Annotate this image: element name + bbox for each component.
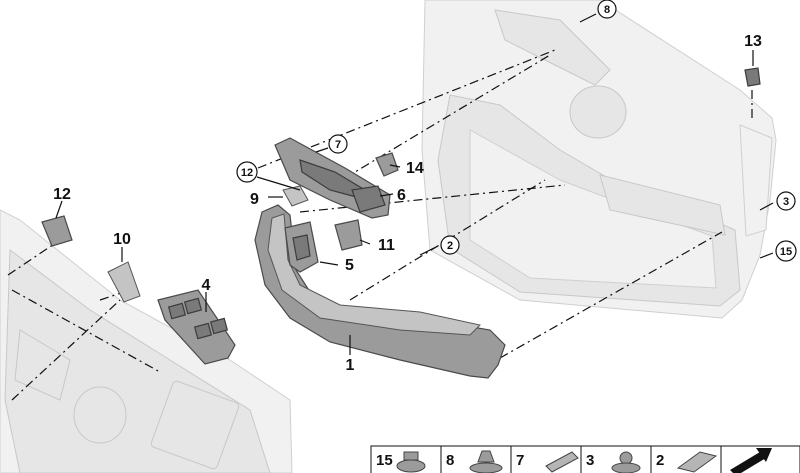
door-trim-panel-right <box>421 0 777 319</box>
callout-5: 5 <box>345 257 354 274</box>
part-clip-12-left <box>41 215 73 247</box>
part-window-switch-panel <box>157 289 236 365</box>
leader-lines <box>55 13 774 355</box>
legend-icon-7 <box>545 451 579 473</box>
legend-icon-3 <box>611 451 641 473</box>
callout-7: 7 <box>328 134 348 154</box>
svg-text:7: 7 <box>335 139 341 151</box>
callout-2: 2 <box>440 235 460 255</box>
callout-11: 11 <box>378 237 395 254</box>
callout-12: 12 <box>53 186 71 203</box>
callout-15: 15 <box>775 240 797 262</box>
legend-icon-2 <box>676 451 718 473</box>
svg-text:2: 2 <box>447 240 453 252</box>
part-clip-9 <box>282 185 309 207</box>
svg-text:8: 8 <box>604 4 610 16</box>
callout-1: 1 <box>346 357 355 374</box>
legend-label-3: 3 <box>586 452 594 469</box>
part-cover-11 <box>334 219 363 251</box>
legend-label-2: 2 <box>656 452 664 469</box>
legend-label-7: 7 <box>516 452 524 469</box>
callout-13: 13 <box>744 33 762 50</box>
callout-3: 3 <box>776 191 796 211</box>
fastener-legend: 15 8 7 3 2 <box>370 445 800 473</box>
callout-4: 4 <box>202 277 211 294</box>
legend-label-8: 8 <box>446 452 454 469</box>
svg-text:15: 15 <box>780 246 792 258</box>
callout-9: 9 <box>250 191 259 208</box>
legend-icon-8 <box>469 450 503 473</box>
part-clip-13 <box>744 67 761 87</box>
svg-text:3: 3 <box>783 196 789 208</box>
callout-14: 14 <box>406 160 424 177</box>
part-clip-14 <box>375 152 399 177</box>
part-bracket-10 <box>107 261 141 303</box>
door-trim-panel-left <box>0 209 293 473</box>
part-switch-6 <box>351 185 386 213</box>
callout-8: 8 <box>597 0 617 19</box>
legend-label-15: 15 <box>376 452 393 469</box>
svg-text:12: 12 <box>241 167 253 179</box>
part-switch-bezel-5 <box>284 221 319 273</box>
callout-12-circle: 12 <box>236 161 258 183</box>
legend-icon-15 <box>396 451 426 473</box>
callout-6: 6 <box>397 187 406 204</box>
navigation-arrow-icon[interactable] <box>730 448 772 473</box>
callout-10: 10 <box>113 231 131 248</box>
